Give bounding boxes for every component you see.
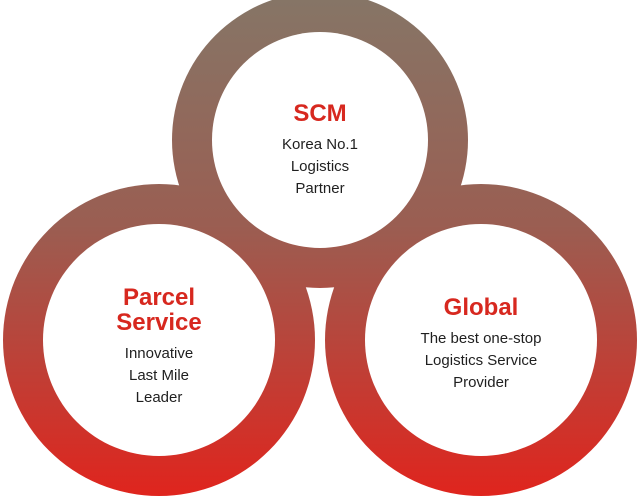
global-line-1: The best one-stop [420,330,542,347]
scm-label: SCM Korea No.1 Logistics Partner [220,101,420,200]
parcel-title-line-1: Parcel [122,284,196,311]
scm-title: SCM [293,100,347,127]
global-label: Global The best one-stop Logistics Servi… [371,295,591,394]
scm-line-2: Logistics [290,158,350,175]
parcel-service-title: Parcel Service [49,285,269,335]
scm-line-3: Partner [295,180,345,197]
global-line-3: Provider [453,374,509,391]
global-line-2: Logistics Service [424,352,538,369]
parcel-service-description: Innovative Last Mile Leader [49,343,269,409]
parcel-line-3: Leader [135,389,183,406]
parcel-service-label: Parcel Service Innovative Last Mile Lead… [49,285,269,409]
scm-description: Korea No.1 Logistics Partner [220,134,420,200]
parcel-line-2: Last Mile [128,367,190,384]
global-description: The best one-stop Logistics Service Prov… [371,328,591,394]
parcel-title-line-2: Service [116,309,202,336]
parcel-line-1: Innovative [124,345,194,362]
global-title: Global [443,294,519,321]
scm-line-1: Korea No.1 [282,136,358,153]
